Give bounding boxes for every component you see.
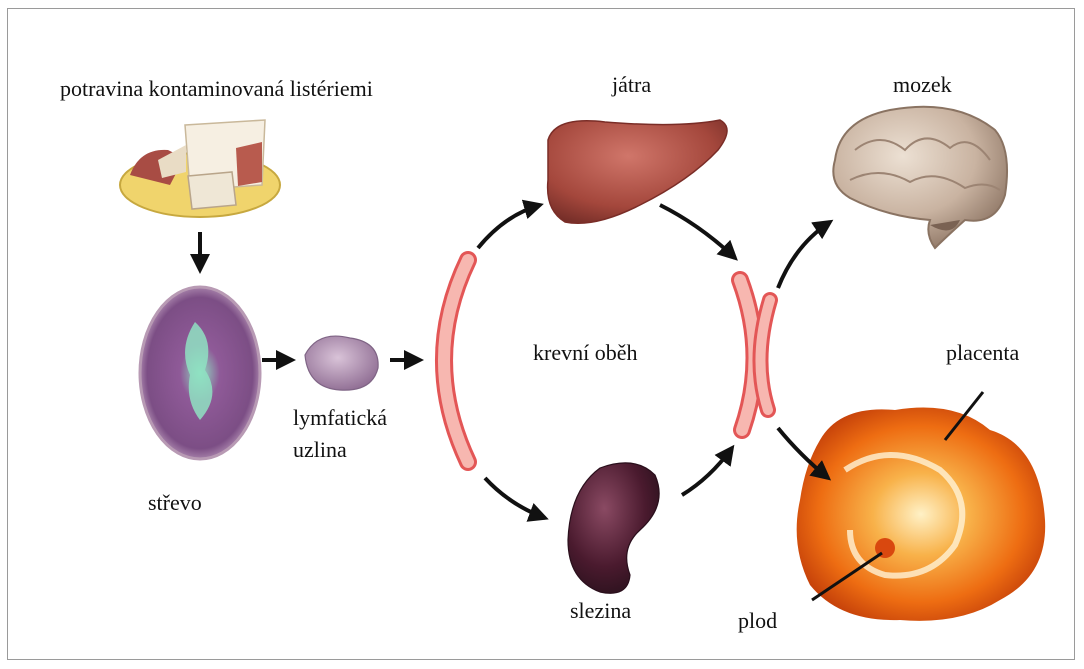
label-intestine: střevo [148, 490, 202, 516]
placenta-image [797, 408, 1046, 621]
blood-vessel-left [444, 260, 468, 462]
arrow-blood-to-liver [478, 205, 540, 248]
arrow-blood-to-spleen [485, 478, 545, 518]
lymph-node-image [305, 336, 378, 390]
brain-image [833, 107, 1007, 248]
label-circulation: krevní oběh [533, 340, 637, 366]
liver-image [548, 120, 727, 223]
arrow-blood-to-brain [778, 222, 830, 288]
label-fetus: plod [738, 608, 777, 634]
label-liver: játra [612, 72, 651, 98]
arrow-spleen-to-blood [682, 448, 732, 495]
label-lymph-node-line1: lymfatická [293, 405, 387, 431]
contaminated-food-image [120, 120, 280, 217]
label-food: potravina kontaminovaná listériemi [60, 76, 373, 102]
blood-vessel-right [740, 280, 770, 430]
intestine-image [140, 287, 260, 459]
label-lymph-node-line2: uzlina [293, 437, 347, 463]
label-spleen: slezina [570, 598, 631, 624]
label-brain: mozek [893, 72, 952, 98]
spleen-image [568, 463, 659, 593]
label-placenta: placenta [946, 340, 1019, 366]
arrow-liver-to-blood [660, 205, 735, 258]
